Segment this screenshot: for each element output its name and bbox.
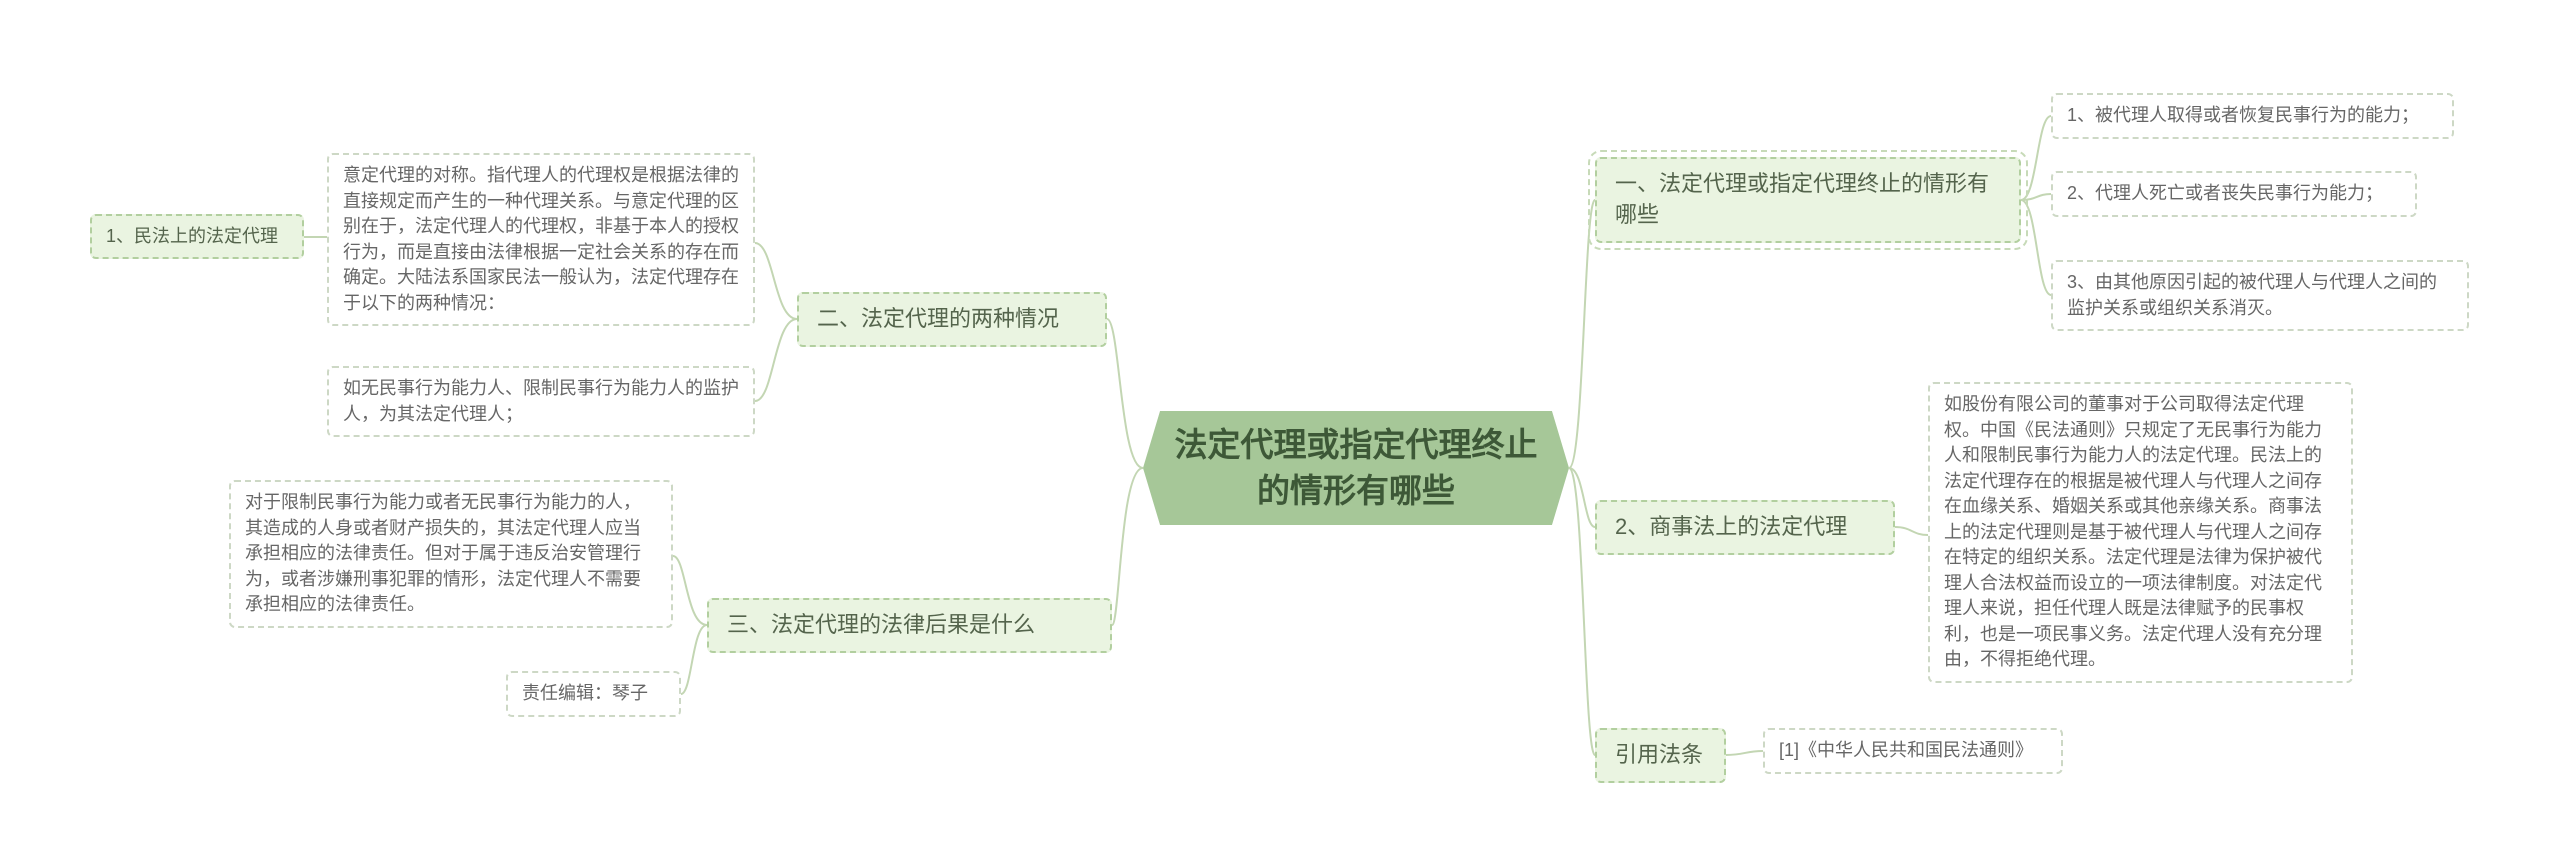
node-commercial-agency[interactable]: 2、商事法上的法定代理 <box>1595 500 1895 555</box>
node-commercial-agency-desc[interactable]: 如股份有限公司的董事对于公司取得法定代理权。中国《民法通则》只规定了无民事行为能… <box>1928 382 2353 684</box>
node-civil-agency-desc[interactable]: 意定代理的对称。指代理人的代理权是根据法律的直接规定而产生的一种代理关系。与意定… <box>327 153 755 327</box>
node-civil-agency-example[interactable]: 如无民事行为能力人、限制民事行为能力人的监护人，为其法定代理人； <box>327 366 755 438</box>
node-editor-note[interactable]: 责任编辑：琴子 <box>506 671 681 717</box>
center-node[interactable]: 法定代理或指定代理终止的情形有哪些 <box>1143 411 1569 525</box>
node-legal-consequences[interactable]: 三、法定代理的法律后果是什么 <box>707 598 1112 653</box>
node-citation-1[interactable]: [1]《中华人民共和国民法通则》 <box>1763 728 2063 774</box>
node-cited-laws[interactable]: 引用法条 <box>1595 728 1726 783</box>
node-civil-law-agency[interactable]: 1、民法上的法定代理 <box>90 214 304 260</box>
node-termination-item-3[interactable]: 3、由其他原因引起的被代理人与代理人之间的监护关系或组织关系消灭。 <box>2051 260 2469 332</box>
node-termination-situations[interactable]: 一、法定代理或指定代理终止的情形有哪些 <box>1588 150 2028 250</box>
node-termination-item-2[interactable]: 2、代理人死亡或者丧失民事行为能力； <box>2051 171 2417 217</box>
node-two-situations[interactable]: 二、法定代理的两种情况 <box>797 292 1107 347</box>
node-termination-item-1[interactable]: 1、被代理人取得或者恢复民事行为的能力； <box>2051 93 2454 139</box>
node-consequence-desc[interactable]: 对于限制民事行为能力或者无民事行为能力的人，其造成的人身或者财产损失的，其法定代… <box>229 480 673 628</box>
